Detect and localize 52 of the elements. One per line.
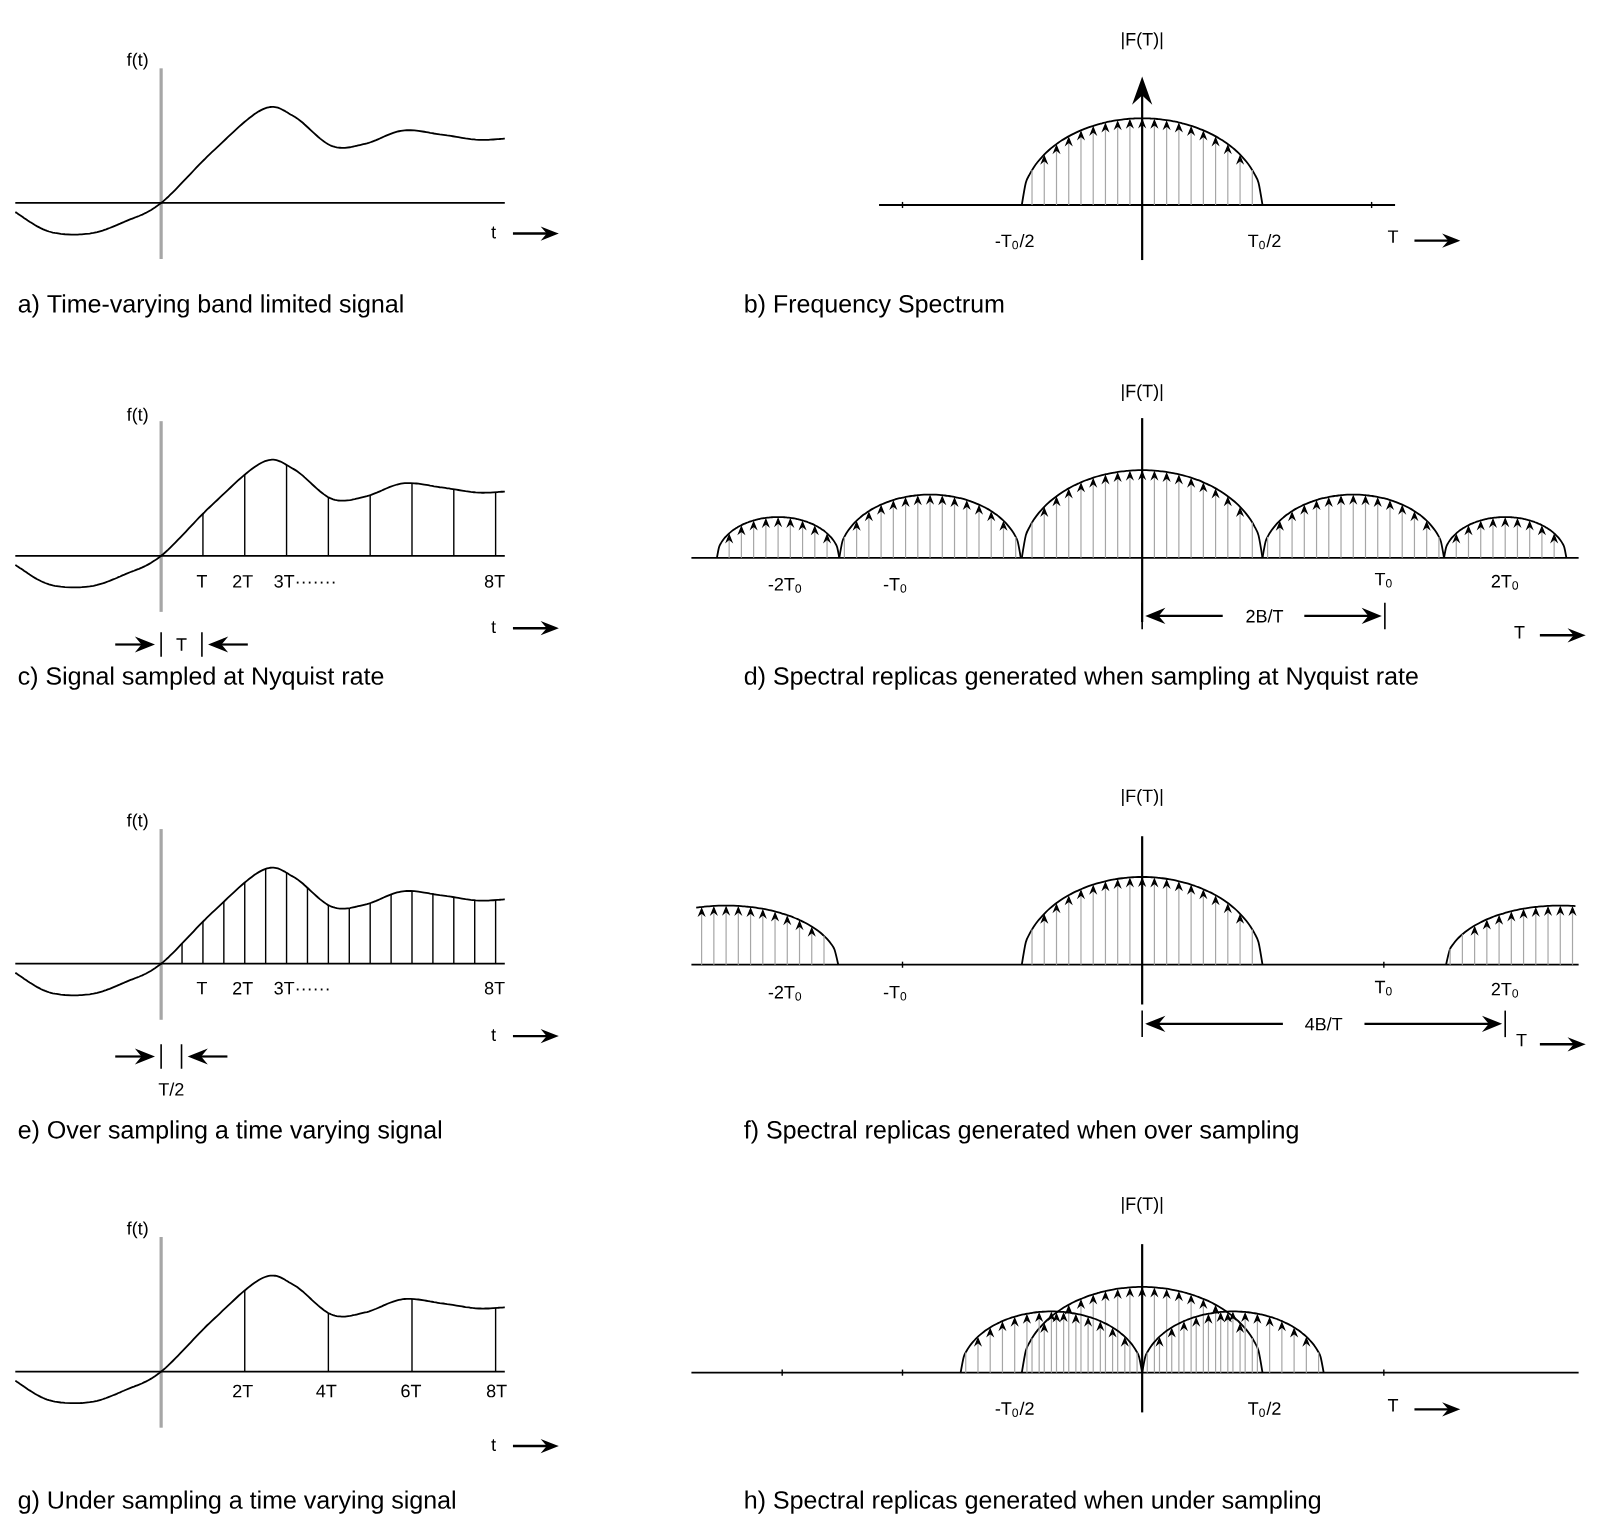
axis-label: f(t) xyxy=(126,53,148,70)
axis-label: f(t) xyxy=(126,813,148,831)
tick-label: 2T$_{0}$ xyxy=(1491,983,1519,998)
tick-label: 4T xyxy=(316,1385,337,1398)
tick-label: -T$_{0}$/2 xyxy=(995,234,1034,250)
axis-label: f(t) xyxy=(126,407,148,425)
tick-label: T$_{0}$/2 xyxy=(1248,234,1281,250)
caption: g) Under sampling a time varying signal xyxy=(18,1490,455,1515)
tick-label: 3T······· xyxy=(274,575,335,588)
axis-label: t xyxy=(491,1439,496,1452)
tick-label: T xyxy=(196,575,207,588)
axis-label: T xyxy=(1387,1399,1399,1412)
tick-label: T$_{0}$ xyxy=(1374,573,1392,588)
tick-label: T xyxy=(196,982,207,995)
tick-label: -T$_{0}$/2 xyxy=(995,1401,1034,1418)
caption: b) Frequency Spectrum xyxy=(745,294,1004,318)
dimension-label: T xyxy=(176,638,187,651)
tick-label: 2T xyxy=(233,982,253,995)
tick-label: 8T xyxy=(486,1384,507,1398)
tick-label: 8T xyxy=(484,982,505,995)
dimension-label: 2B/T xyxy=(1246,609,1284,623)
caption: e) Over sampling a time varying signal xyxy=(18,1120,441,1144)
axis-label: T xyxy=(1514,626,1525,639)
axis-label: t xyxy=(491,621,496,634)
axis-label: |F(T)| xyxy=(1122,1197,1163,1215)
tick-label: 2T$_{0}$ xyxy=(1491,575,1519,590)
axis-label: T xyxy=(1387,230,1399,244)
caption: c) Signal sampled at Nyquist rate xyxy=(18,666,384,691)
caption: d) Spectral replicas generated when sampling at Nyquist rate xyxy=(744,666,1418,691)
axis-label: t xyxy=(491,226,496,239)
dimension-label: 4B/T xyxy=(1305,1017,1343,1031)
tick-label: 6T xyxy=(401,1384,422,1398)
axis-label: |F(T)| xyxy=(1122,32,1163,50)
caption: a) Time-varying band limited signal xyxy=(18,294,403,318)
tick-label: -T$_{0}$ xyxy=(883,986,907,1001)
axis-label: |F(T)| xyxy=(1122,384,1163,402)
tick-label: 2T xyxy=(233,1384,253,1398)
tick-label: -2T$_{0}$ xyxy=(768,578,802,594)
tick-label: T$_{0}$ xyxy=(1374,981,1392,996)
caption: f) Spectral replicas generated when over sampling xyxy=(744,1120,1298,1144)
tick-label: T$_{0}$/2 xyxy=(1248,1401,1281,1418)
tick-label: 3T······ xyxy=(274,982,329,995)
tick-label: -2T$_{0}$ xyxy=(768,986,802,1001)
axis-label: f(t) xyxy=(126,1221,148,1239)
tick-label: -T$_{0}$ xyxy=(883,578,907,593)
axis-label: T xyxy=(1516,1034,1527,1047)
tick-label: 2T xyxy=(233,575,253,588)
axis-label: |F(T)| xyxy=(1122,789,1163,807)
axis-label: t xyxy=(491,1029,496,1042)
tick-label: 8T xyxy=(484,575,505,588)
dimension-label: T/2 xyxy=(158,1082,184,1096)
caption: h) Spectral replicas generated when under sampling xyxy=(745,1490,1321,1515)
